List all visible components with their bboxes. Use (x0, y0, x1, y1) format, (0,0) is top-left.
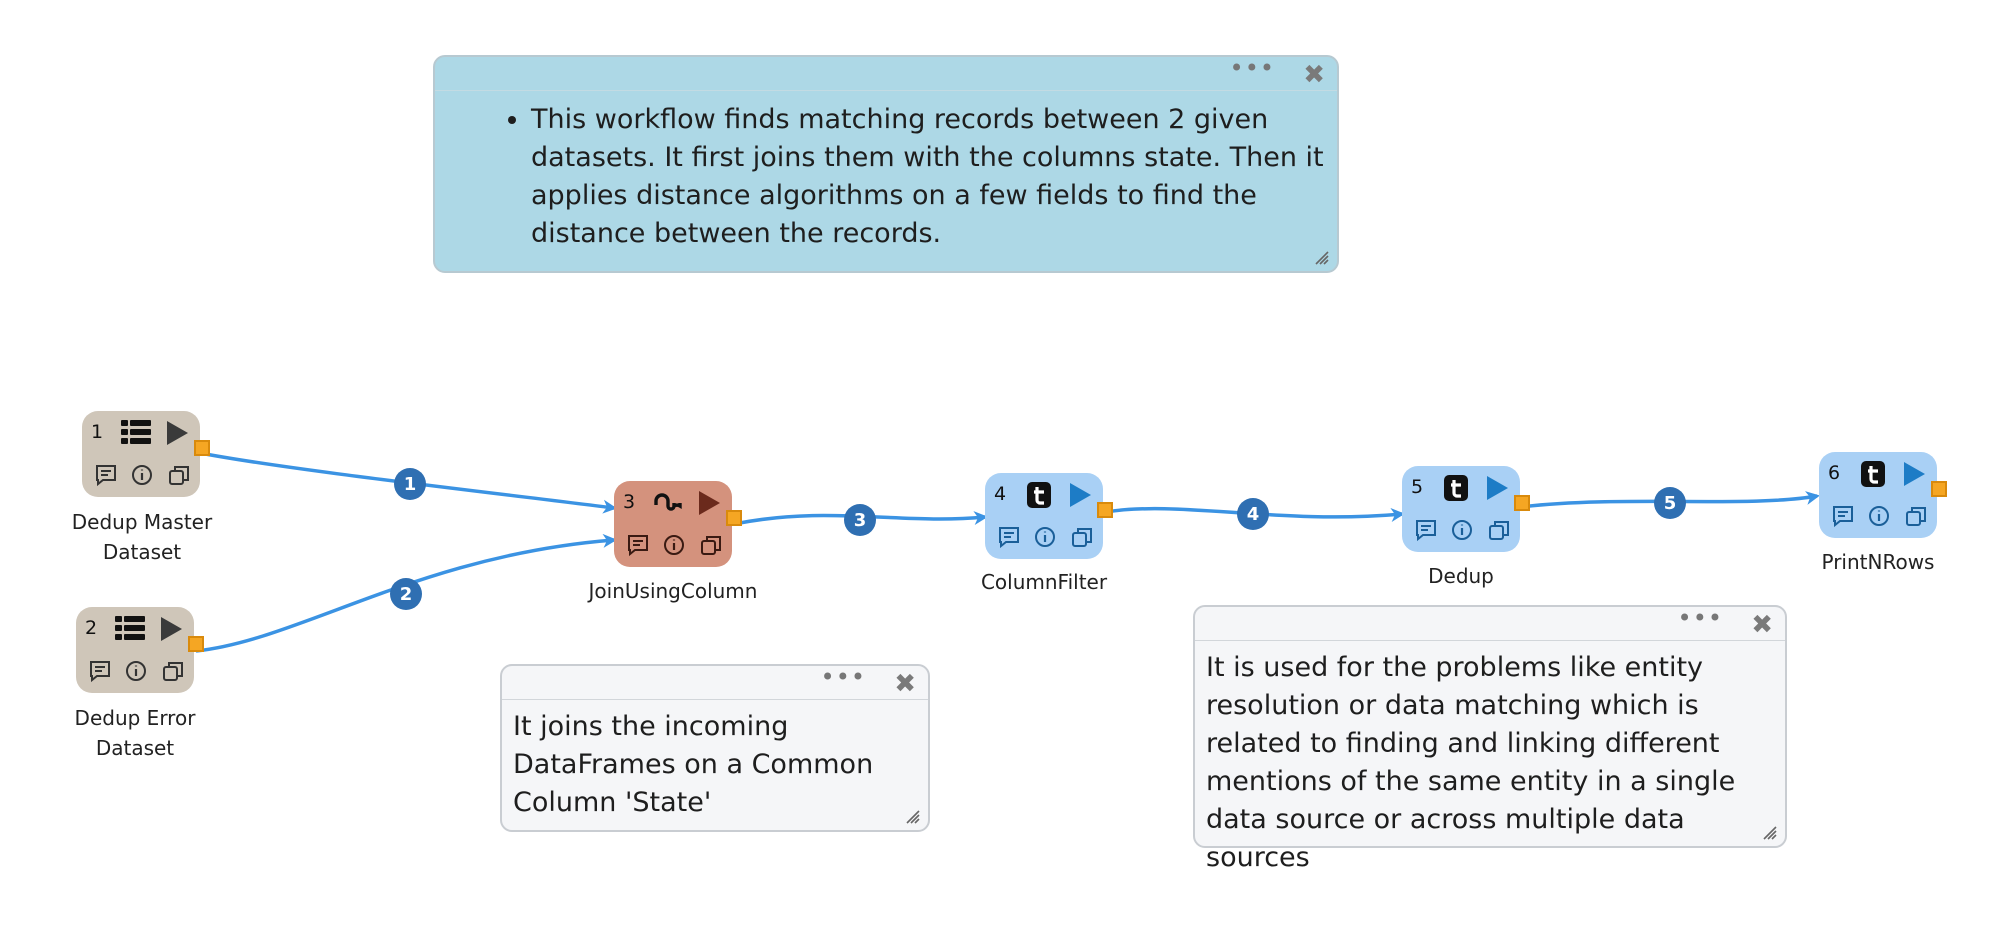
svg-text:3: 3 (854, 510, 867, 531)
edge-badge-3[interactable]: 3 (844, 504, 876, 536)
note-header[interactable]: ••• ✖ (435, 54, 1337, 91)
resize-grip-icon[interactable] (1761, 824, 1777, 840)
run-play-icon[interactable] (164, 419, 190, 447)
edge-badge-2[interactable]: 2 (390, 578, 422, 610)
output-port[interactable] (188, 636, 204, 652)
node-print-n-rows[interactable]: 6 (1819, 452, 1947, 538)
info-icon[interactable] (129, 462, 155, 488)
node-number: 3 (623, 491, 636, 513)
output-port[interactable] (726, 510, 742, 526)
table-icon (121, 420, 151, 444)
stumbleupon-icon (654, 493, 682, 511)
edge-4-5 (1105, 506, 1405, 522)
tumblr-icon (1861, 461, 1885, 487)
comment-icon[interactable] (1413, 517, 1439, 543)
info-icon[interactable] (123, 658, 149, 684)
note-header[interactable]: ••• ✖ (502, 663, 928, 700)
node-label: ColumnFilter (980, 570, 1108, 594)
run-play-icon[interactable] (1067, 481, 1093, 509)
output-port[interactable] (194, 440, 210, 456)
run-play-icon[interactable] (158, 615, 184, 643)
output-port[interactable] (1931, 481, 1947, 497)
workflow-description-note[interactable]: ••• ✖ This workflow finds matching recor… (433, 55, 1339, 273)
note-text: It is used for the problems like entity … (1206, 652, 1736, 873)
note-menu-icon[interactable]: ••• (820, 663, 866, 691)
note-bullet-list: This workflow finds matching records bet… (435, 101, 1337, 253)
svg-text:2: 2 (400, 584, 413, 605)
node-number: 6 (1828, 462, 1841, 484)
comment-icon[interactable] (87, 658, 113, 684)
edge-2-3 (195, 533, 617, 653)
edge-badge-5[interactable]: 5 (1654, 487, 1686, 519)
copy-icon[interactable] (1486, 517, 1512, 543)
resize-grip-icon[interactable] (1313, 249, 1329, 265)
dedup-note[interactable]: ••• ✖ It is used for the problems like e… (1193, 604, 1787, 873)
note-menu-icon[interactable]: ••• (1677, 604, 1723, 632)
node-number: 1 (91, 421, 104, 443)
tumblr-icon (1444, 475, 1468, 501)
node-number: 2 (85, 617, 98, 639)
join-note[interactable]: ••• ✖ It joins the incoming DataFrames o… (500, 664, 930, 832)
copy-icon[interactable] (166, 462, 192, 488)
resize-grip-icon[interactable] (904, 808, 920, 824)
comment-icon[interactable] (996, 524, 1022, 550)
note-bullet: This workflow finds matching records bet… (531, 101, 1337, 253)
comment-icon[interactable] (1830, 503, 1856, 529)
edge-badge-4[interactable]: 4 (1237, 498, 1269, 530)
note-menu-icon[interactable]: ••• (1229, 54, 1275, 82)
info-icon[interactable] (661, 532, 687, 558)
node-label: JoinUsingColumn (588, 579, 758, 603)
node-label: Dedup (1428, 564, 1494, 588)
note-close-icon[interactable]: ✖ (1751, 610, 1773, 640)
node-join-using-column[interactable]: 3 (614, 481, 742, 567)
svg-text:4: 4 (1247, 504, 1260, 525)
run-play-icon[interactable] (1484, 474, 1510, 502)
note-close-icon[interactable]: ✖ (894, 669, 916, 699)
info-icon[interactable] (1032, 524, 1058, 550)
run-play-icon[interactable] (696, 489, 722, 517)
edge-1-3 (199, 451, 617, 514)
node-number: 5 (1411, 476, 1424, 498)
svg-text:5: 5 (1664, 493, 1677, 514)
node-dedup[interactable]: 5 (1402, 466, 1530, 552)
node-dedup-master-dataset[interactable]: 1 (82, 411, 210, 497)
copy-icon[interactable] (698, 532, 724, 558)
copy-icon[interactable] (160, 658, 186, 684)
output-port[interactable] (1097, 502, 1113, 518)
comment-icon[interactable] (625, 532, 651, 558)
note-close-icon[interactable]: ✖ (1303, 60, 1325, 90)
note-text: It joins the incoming DataFrames on a Co… (513, 711, 874, 818)
node-dedup-error-dataset[interactable]: 2 (76, 607, 204, 693)
run-play-icon[interactable] (1901, 460, 1927, 488)
tumblr-icon (1027, 482, 1051, 508)
output-port[interactable] (1514, 495, 1530, 511)
copy-icon[interactable] (1069, 524, 1095, 550)
copy-icon[interactable] (1903, 503, 1929, 529)
comment-icon[interactable] (93, 462, 119, 488)
info-icon[interactable] (1449, 517, 1475, 543)
edge-badge-1[interactable]: 1 (394, 468, 426, 500)
node-number: 4 (994, 483, 1007, 505)
node-label: PrintNRows (1821, 550, 1935, 574)
note-header[interactable]: ••• ✖ (1195, 604, 1785, 641)
node-column-filter[interactable]: 4 (985, 473, 1113, 559)
info-icon[interactable] (1866, 503, 1892, 529)
table-icon (115, 616, 145, 640)
svg-text:1: 1 (404, 474, 417, 495)
